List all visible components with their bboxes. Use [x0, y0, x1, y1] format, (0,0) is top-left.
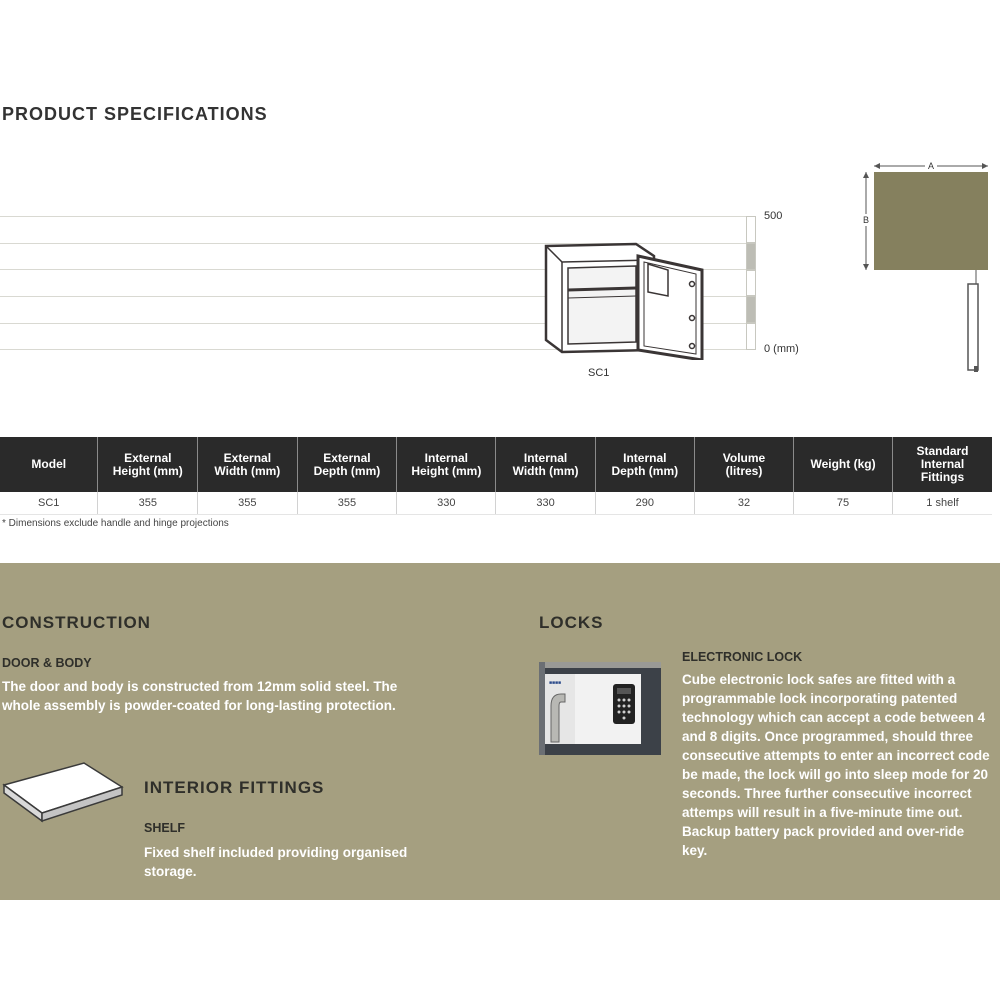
table-header-row: Model External Height (mm) External Widt… — [0, 437, 992, 492]
scale-segment — [746, 323, 756, 350]
guide-line — [0, 243, 748, 244]
cell-volume: 32 — [694, 492, 795, 515]
shelf-text: Fixed shelf included providing organised… — [144, 845, 408, 879]
guide-line — [0, 323, 748, 324]
cell-model: SC1 — [0, 492, 99, 515]
door-body-title: DOOR & BODY — [2, 656, 92, 670]
header-internal-depth: Internal Depth (mm) — [595, 437, 695, 492]
header-external-depth: External Depth (mm) — [297, 437, 398, 492]
header-internal-height: Internal Height (mm) — [396, 437, 497, 492]
scale-max-label: 500 — [764, 210, 783, 222]
locks-title: LOCKS — [539, 613, 604, 632]
shelf-icon — [2, 762, 124, 823]
guide-line — [0, 269, 748, 270]
guide-line — [0, 296, 748, 297]
cell-external-height: 355 — [97, 492, 199, 515]
scale-segment — [746, 216, 756, 243]
guide-line — [0, 349, 748, 350]
header-external-width: External Width (mm) — [197, 437, 298, 492]
header-external-height: External Height (mm) — [97, 437, 199, 492]
cell-internal-height: 330 — [396, 492, 497, 515]
dimension-legend-diagram: A B — [860, 160, 988, 372]
safe-model-label: SC1 — [588, 367, 610, 379]
cell-internal-depth: 290 — [595, 492, 695, 515]
svg-text:■■■■: ■■■■ — [549, 680, 561, 686]
interior-fittings-title: INTERIOR FITTINGS — [144, 778, 325, 797]
construction-title: CONSTRUCTION — [2, 613, 151, 632]
door-body-text: The door and body is constructed from 12… — [2, 679, 398, 713]
table-footnote: * Dimensions exclude handle and hinge pr… — [2, 518, 229, 529]
electronic-lock-photo: ■■■■ — [539, 662, 661, 755]
spec-table: Model External Height (mm) External Widt… — [0, 437, 992, 515]
electronic-lock-title: ELECTRONIC LOCK — [682, 650, 803, 664]
scale-bar — [746, 216, 756, 350]
scale-segment — [746, 269, 756, 297]
features-band: CONSTRUCTION DOOR & BODY The door and bo… — [0, 563, 1000, 900]
safe-illustration — [544, 242, 704, 360]
header-weight: Weight (kg) — [793, 437, 893, 492]
guide-line — [0, 216, 748, 217]
electronic-lock-text: Cube electronic lock safes are fitted wi… — [682, 672, 990, 858]
scale-segment — [746, 296, 756, 324]
header-model: Model — [0, 437, 99, 492]
scale-min-label: 0 (mm) — [764, 343, 799, 355]
cell-weight: 75 — [793, 492, 893, 515]
page-title: PRODUCT SPECIFICATIONS — [2, 104, 268, 124]
legend-width-label: A — [928, 161, 934, 171]
cell-external-depth: 355 — [297, 492, 398, 515]
header-internal-width: Internal Width (mm) — [495, 437, 596, 492]
header-volume: Volume (litres) — [694, 437, 795, 492]
cell-external-width: 355 — [197, 492, 298, 515]
table-row: SC1 355 355 355 330 330 290 32 75 1 shel… — [0, 492, 992, 515]
cell-internal-width: 330 — [495, 492, 596, 515]
header-standard-fittings: Standard Internal Fittings — [892, 437, 992, 492]
cell-standard-fittings: 1 shelf — [892, 492, 992, 515]
legend-height-label: B — [863, 215, 869, 225]
scale-segment — [746, 242, 756, 270]
shelf-title: SHELF — [144, 821, 185, 835]
